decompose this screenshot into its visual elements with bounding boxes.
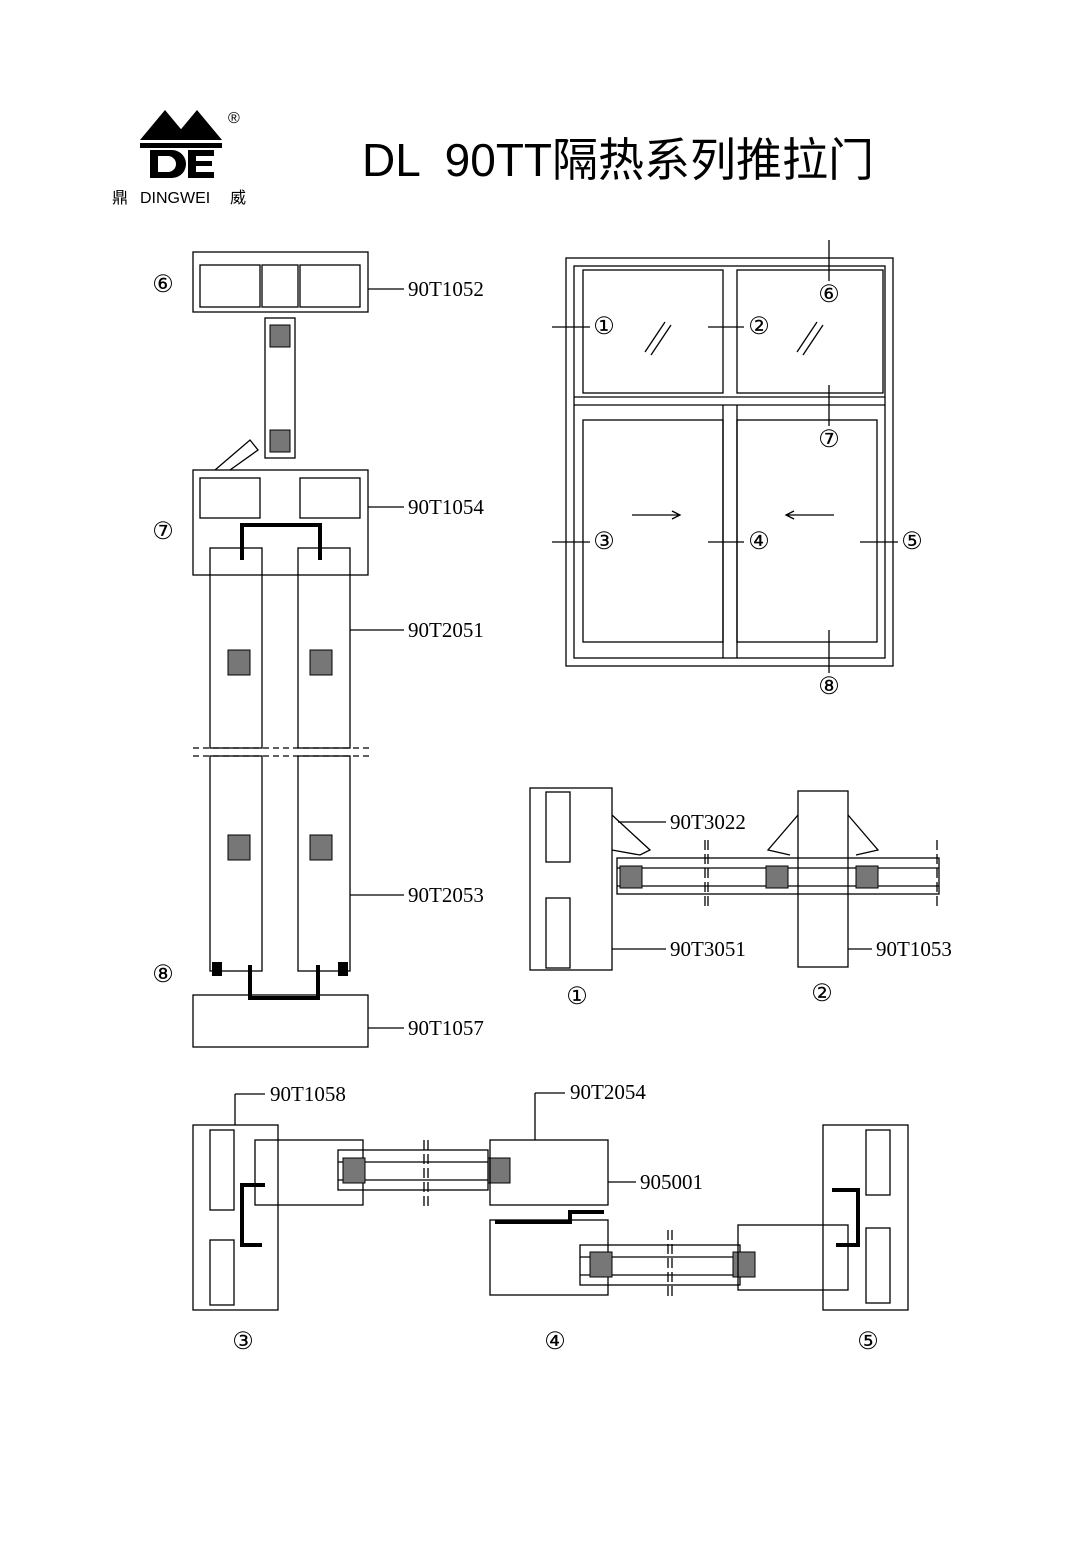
logo-peak-left xyxy=(140,110,190,140)
marker-6: ⑥ xyxy=(818,282,840,308)
part-label-90T1058: 90T1058 xyxy=(270,1082,346,1106)
part-label-90T2053: 90T2053 xyxy=(408,883,484,907)
marker-4: ④ xyxy=(544,1329,566,1355)
marker-5: ⑤ xyxy=(857,1329,879,1355)
detail-sections-3-4-5: 90T1058 90T2054 905001 ③ ④ ⑤ xyxy=(192,1080,909,1355)
vertical-section xyxy=(192,251,370,1048)
marker-6: ⑥ xyxy=(152,272,174,298)
marker-2: ② xyxy=(811,981,833,1007)
dingwei-logo: ® 鼎 DINGWEI 威 xyxy=(112,110,246,207)
detail-sections-1-2: 90T3022 90T3051 90T1053 ① ② xyxy=(529,787,952,1010)
part-label-90T2054: 90T2054 xyxy=(570,1080,646,1104)
part-label-90T1053: 90T1053 xyxy=(876,937,952,961)
vertical-section-callouts: 90T1052 90T1054 90T2051 90T2053 90T1057 … xyxy=(152,272,484,1040)
marker-3: ③ xyxy=(593,529,615,555)
part-label-90T3051: 90T3051 xyxy=(670,937,746,961)
marker-3: ③ xyxy=(232,1329,254,1355)
part-label-905001: 905001 xyxy=(640,1170,703,1194)
marker-1: ① xyxy=(566,984,588,1010)
part-label-90T1052: 90T1052 xyxy=(408,277,484,301)
brand-cn-left: 鼎 xyxy=(112,189,128,207)
marker-7: ⑦ xyxy=(152,519,174,545)
marker-7: ⑦ xyxy=(818,427,840,453)
marker-8: ⑧ xyxy=(152,962,174,988)
brand-cn-right: 威 xyxy=(230,189,246,207)
page-title: DL 90TT隔热系列推拉门 xyxy=(362,134,874,186)
logo-peak-right xyxy=(172,110,222,140)
door-elevation: ① ② ⑥ ⑦ ③ ④ ⑤ ⑧ xyxy=(552,240,923,700)
logo-bar xyxy=(140,143,222,148)
logo-letter-d xyxy=(150,150,186,178)
registered-mark: ® xyxy=(228,110,240,127)
marker-5: ⑤ xyxy=(901,529,923,555)
logo-letter-e xyxy=(188,150,214,178)
part-label-90T1054: 90T1054 xyxy=(408,495,484,519)
marker-4: ④ xyxy=(748,529,770,555)
marker-8: ⑧ xyxy=(818,674,840,700)
marker-1: ① xyxy=(593,314,615,340)
part-label-90T3022: 90T3022 xyxy=(670,810,746,834)
marker-2: ② xyxy=(748,314,770,340)
brand-name: DINGWEI xyxy=(140,190,210,207)
part-label-90T2051: 90T2051 xyxy=(408,618,484,642)
part-label-90T1057: 90T1057 xyxy=(408,1016,484,1040)
